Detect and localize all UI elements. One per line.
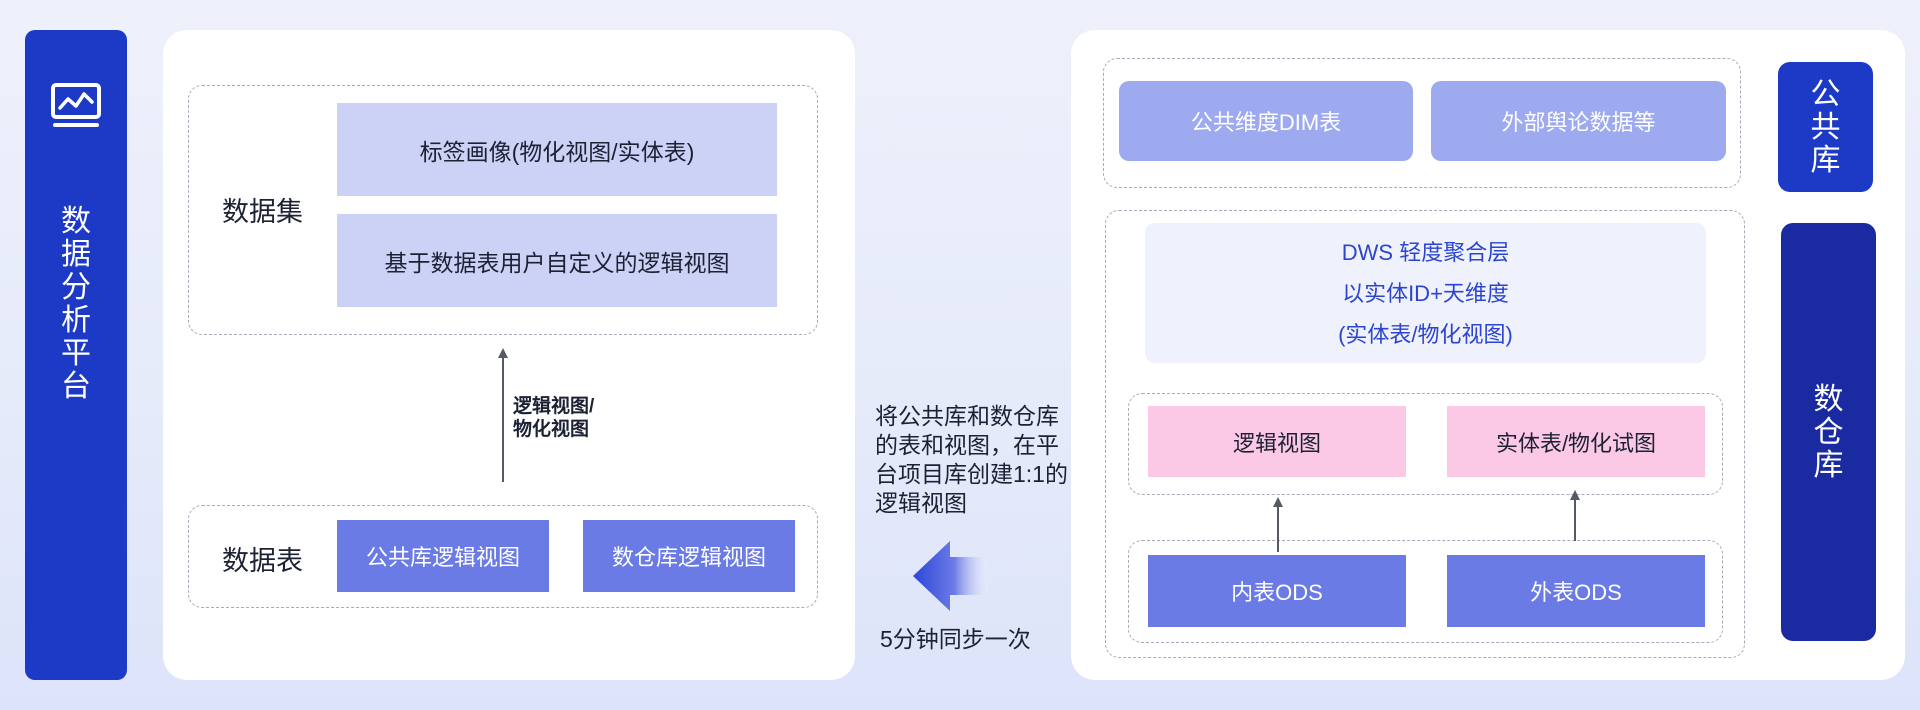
dataset-group xyxy=(188,85,818,335)
inner-ods-box: 内表ODS xyxy=(1148,555,1406,627)
dws-title: DWS 轻度聚合层 xyxy=(1341,239,1510,265)
views-group xyxy=(1128,393,1723,495)
logic-view-box: 逻辑视图 xyxy=(1148,406,1406,477)
view-type-arrow-label: 逻辑视图/物化视图 xyxy=(513,396,595,440)
outer-ods-box: 外表ODS xyxy=(1447,555,1705,627)
public-lib-tag-label: 公共库 xyxy=(1810,77,1841,177)
datatable-label: 数据表 xyxy=(222,546,303,576)
monitor-chart-icon xyxy=(50,82,102,135)
warehouse-group xyxy=(1105,210,1745,658)
ods-group xyxy=(1128,540,1723,643)
warehouse-logic-view-box: 数仓库逻辑视图 xyxy=(583,520,795,592)
dws-layer-box: DWS 轻度聚合层 以实体ID+天维度 (实体表/物化视图) xyxy=(1145,223,1706,363)
public-lib-group xyxy=(1103,58,1741,188)
datatable-group xyxy=(188,505,818,608)
public-opinion-data-box: 外部舆论数据等 xyxy=(1431,81,1726,161)
dws-granularity: 以实体ID+天维度 xyxy=(1342,280,1509,306)
dws-storage: (实体表/物化视图) xyxy=(1338,321,1513,347)
public-lib-tag: 公共库 xyxy=(1778,62,1873,192)
platform-label: 数据分析平台 xyxy=(61,205,91,403)
public-lib-logic-view-box: 公共库逻辑视图 xyxy=(337,520,549,592)
dim-table-box: 公共维度DIM表 xyxy=(1119,81,1413,161)
sync-left-arrow-icon xyxy=(913,541,988,611)
tag-portrait-box: 标签画像(物化视图/实体表) xyxy=(337,103,777,196)
warehouse-tag: 数仓库 xyxy=(1781,223,1876,641)
custom-logic-view-box: 基于数据表用户自定义的逻辑视图 xyxy=(337,214,777,307)
dataset-label: 数据集 xyxy=(222,197,303,227)
sync-description: 将公共库和数仓库的表和视图，在平台项目库创建1:1的逻辑视图 xyxy=(875,403,1068,516)
warehouse-tag-label: 数仓库 xyxy=(1813,382,1844,482)
entity-materialized-view-box: 实体表/物化试图 xyxy=(1447,406,1705,477)
platform-bar: 数据分析平台 xyxy=(25,30,127,680)
sync-frequency: 5分钟同步一次 xyxy=(880,626,1031,652)
